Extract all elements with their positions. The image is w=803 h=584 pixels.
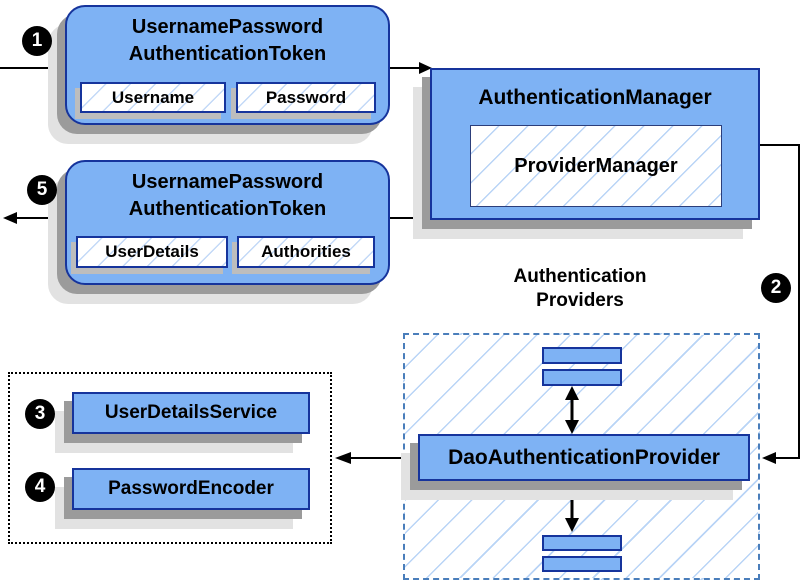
- request-token-title: UsernamePassword AuthenticationToken: [67, 14, 388, 68]
- provider-list-bar-top-2: [542, 369, 622, 386]
- password-encoder-node: PasswordEncoder: [72, 468, 310, 510]
- token-to-manager-arrowhead: [419, 62, 432, 74]
- result-token-title: UsernamePassword AuthenticationToken: [67, 169, 388, 223]
- provider-list-bar-bottom-2: [542, 556, 622, 572]
- provider-list-bottom-arrowhead-up: [565, 486, 579, 500]
- request-token-node: UsernamePassword AuthenticationToken Use…: [65, 5, 390, 125]
- provider-list-bottom-arrowhead-down: [565, 518, 579, 532]
- user-details-service-node: UserDetailsService: [72, 392, 310, 434]
- dao-authentication-provider-node: DaoAuthenticationProvider: [418, 434, 750, 481]
- password-field-box: Password: [236, 82, 376, 113]
- step-badge-5: 5: [27, 175, 57, 205]
- provider-list-top-arrowhead-up: [565, 386, 579, 400]
- step-badge-2: 2: [761, 273, 791, 303]
- provider-list-bar-top-1: [542, 347, 622, 364]
- authentication-manager-title: AuthenticationManager: [478, 86, 712, 109]
- provider-to-collaborators-arrowhead: [335, 452, 351, 464]
- step-badge-1: 1: [22, 26, 52, 56]
- authentication-providers-caption-line1: Authentication: [513, 266, 647, 287]
- authorities-field-box: Authorities: [237, 236, 375, 268]
- provider-manager-box: ProviderManager: [470, 125, 722, 207]
- authentication-providers-caption-line2: Providers: [536, 290, 624, 311]
- request-token-title-line1: UsernamePassword: [131, 16, 324, 38]
- result-token-node: UsernamePassword AuthenticationToken Use…: [65, 160, 390, 285]
- result-token-title-line2: AuthenticationToken: [128, 198, 327, 220]
- authentication-manager-node: AuthenticationManager ProviderManager: [430, 68, 760, 220]
- result-token-title-line1: UsernamePassword: [131, 171, 324, 193]
- provider-list-top-arrowhead-down: [565, 420, 579, 434]
- request-token-title-line2: AuthenticationToken: [128, 43, 327, 65]
- outgoing-result-arrowhead: [3, 212, 17, 224]
- step-badge-4: 4: [25, 472, 55, 502]
- authentication-providers-caption: Authentication Providers: [460, 265, 700, 313]
- manager-to-provider-path: [760, 144, 800, 459]
- username-field-box: Username: [80, 82, 226, 113]
- userdetails-field-box: UserDetails: [76, 236, 228, 268]
- manager-to-provider-arrowhead: [762, 452, 776, 464]
- step-badge-3: 3: [25, 399, 55, 429]
- provider-list-bar-bottom-1: [542, 535, 622, 551]
